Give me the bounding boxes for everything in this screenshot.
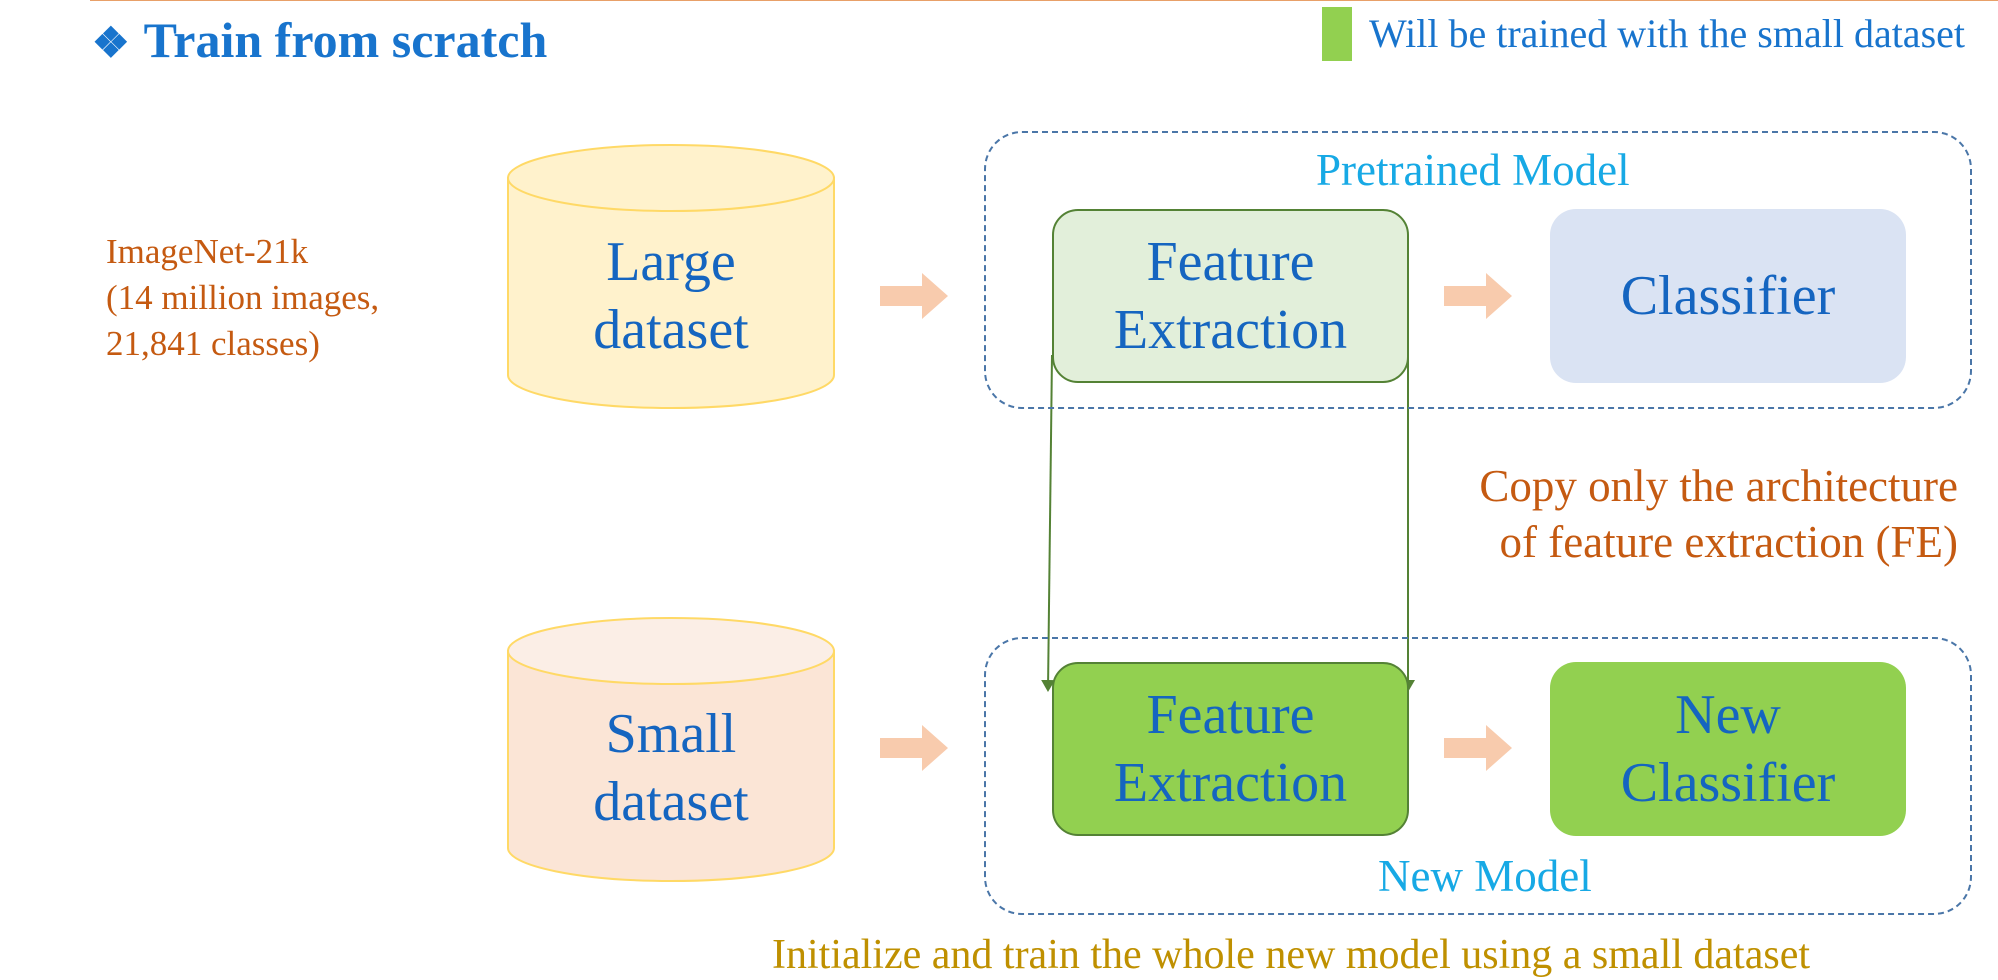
small-dataset-label: Small dataset bbox=[508, 700, 834, 836]
large-dataset-cylinder bbox=[507, 144, 835, 409]
large-dataset-label: Large dataset bbox=[508, 228, 834, 364]
box-label-line: New bbox=[1675, 684, 1781, 746]
new-feature-extraction-box: Feature Extraction bbox=[1052, 662, 1409, 836]
arrow-right-icon bbox=[1444, 273, 1512, 319]
copy-connector-left bbox=[1041, 354, 1056, 692]
bottom-note: Initialize and train the whole new model… bbox=[772, 932, 1811, 978]
page-title: ❖ Train from scratch bbox=[92, 10, 547, 70]
arrow-right-icon bbox=[880, 273, 948, 319]
label-line: Large bbox=[606, 231, 736, 293]
label-line: dataset bbox=[593, 771, 749, 833]
note-line: Copy only the architecture bbox=[1479, 461, 1958, 511]
small-dataset-cylinder bbox=[507, 617, 835, 882]
note-line: of feature extraction (FE) bbox=[1499, 517, 1958, 567]
box-label-line: Feature bbox=[1146, 684, 1315, 746]
copy-architecture-note: Copy only the architecture of feature ex… bbox=[1390, 458, 1958, 570]
imagenet-note-line: ImageNet-21k bbox=[106, 232, 309, 271]
new-classifier-box: New Classifier bbox=[1550, 662, 1906, 836]
box-label-line: Feature bbox=[1146, 231, 1315, 293]
pretrained-feature-extraction-box: Feature Extraction bbox=[1052, 209, 1409, 383]
box-label-line: Classifier bbox=[1620, 265, 1836, 327]
pretrained-classifier-box: Classifier bbox=[1550, 209, 1906, 383]
pretrained-model-label: Pretrained Model bbox=[1316, 145, 1630, 195]
pretrained-model-group bbox=[984, 131, 1972, 409]
page-title-text: Train from scratch bbox=[143, 12, 548, 68]
box-label-line: Extraction bbox=[1113, 752, 1348, 814]
new-model-group bbox=[984, 637, 1972, 915]
arrow-right-icon bbox=[880, 725, 948, 771]
arrow-right-icon bbox=[1444, 725, 1512, 771]
label-line: dataset bbox=[593, 299, 749, 361]
imagenet-note-line: (14 million images, bbox=[106, 278, 380, 317]
new-model-label: New Model bbox=[1378, 851, 1592, 901]
label-line: Small bbox=[605, 703, 737, 765]
imagenet-note-line: 21,841 classes) bbox=[106, 324, 320, 363]
diamond-bullet-icon: ❖ bbox=[92, 21, 130, 67]
imagenet-note: ImageNet-21k (14 million images, 21,841 … bbox=[106, 229, 379, 367]
box-label-line: Extraction bbox=[1113, 299, 1348, 361]
legend-swatch-green bbox=[1322, 7, 1352, 61]
box-label-line: Classifier bbox=[1620, 752, 1836, 814]
legend-text: Will be trained with the small dataset bbox=[1369, 11, 1965, 56]
top-rule bbox=[90, 0, 1998, 1]
